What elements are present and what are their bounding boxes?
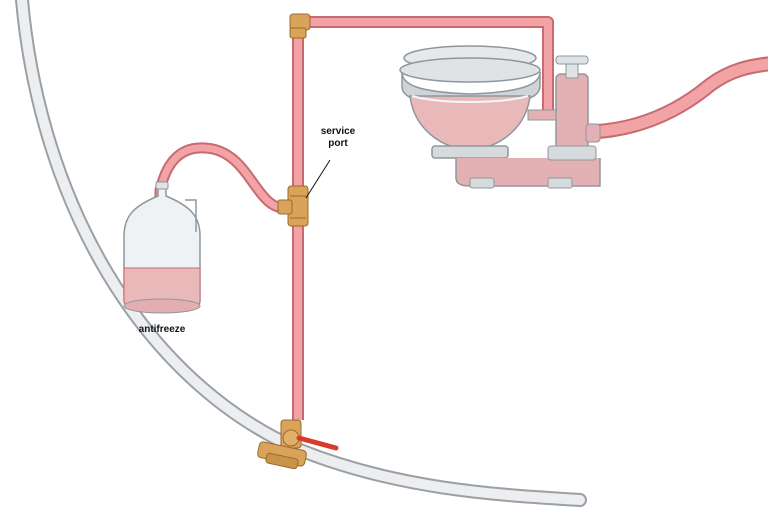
elbow-fitting-icon [289,13,311,39]
tee-fitting-icon [277,185,309,227]
antifreeze-jug-icon [123,181,201,314]
antifreeze-hose [152,142,292,306]
service-port-label-line1: service [321,126,356,137]
discharge-hose [582,56,768,140]
antifreeze-label: antifreeze [139,324,186,335]
service-port-label: service port [305,126,356,199]
intake-hose [292,16,554,420]
marine-toilet-icon [399,45,601,189]
service-port-label-line2: port [328,138,348,149]
seacock-valve-icon [257,419,339,470]
boat-hull [15,0,587,507]
